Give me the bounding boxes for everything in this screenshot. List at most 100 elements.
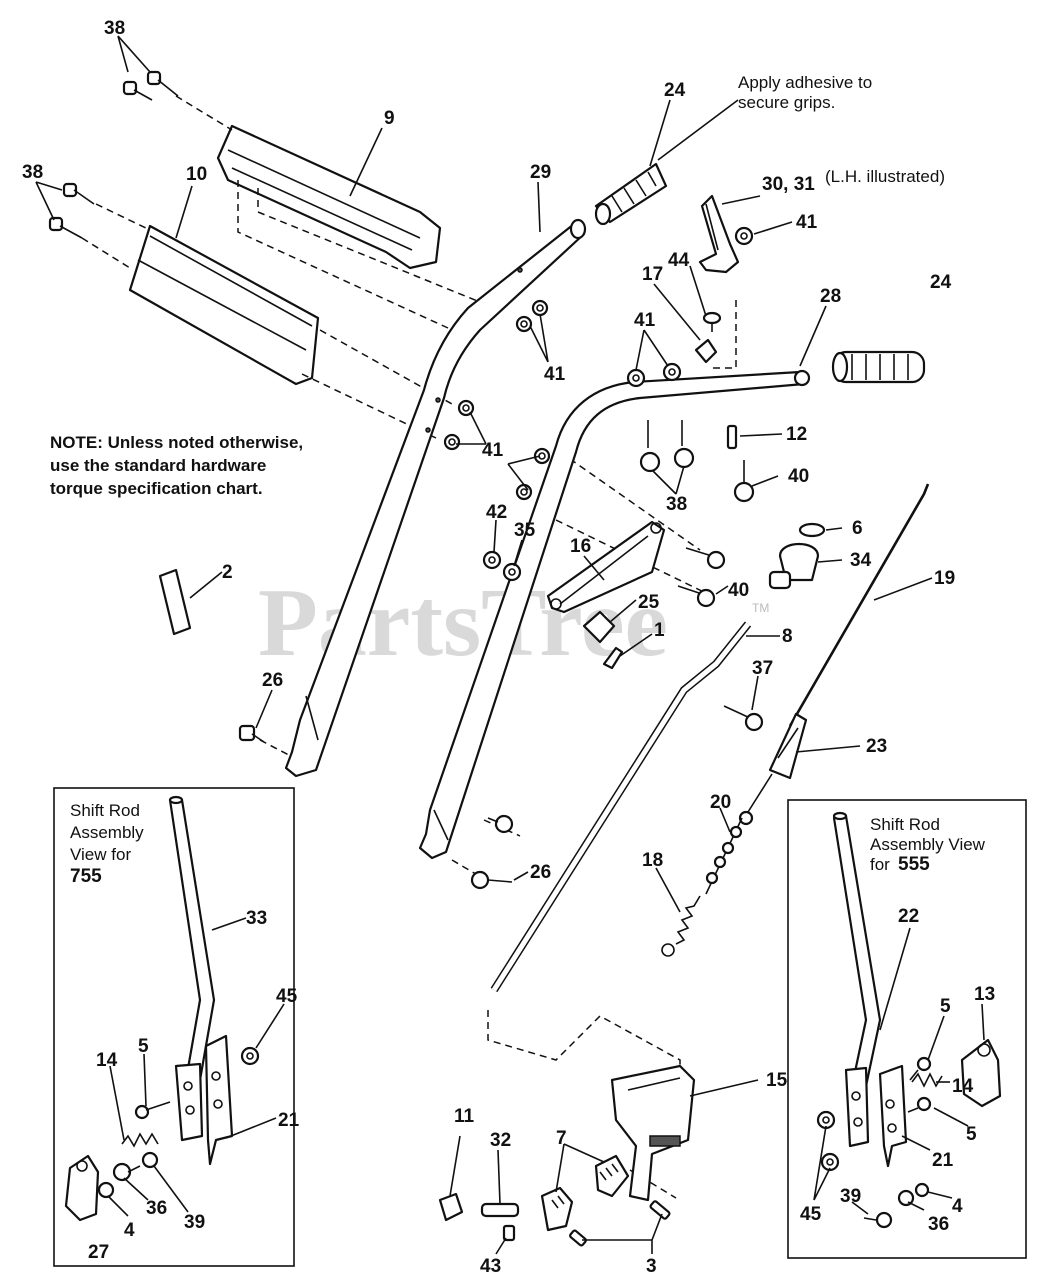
inset-555-line-1: Shift Rod (870, 815, 940, 834)
handle-28[interactable] (418, 369, 811, 860)
bolt-40-a[interactable] (733, 460, 755, 503)
callout-41: 41 (634, 310, 656, 331)
bolt-13[interactable] (960, 1038, 1002, 1108)
nut-41-b[interactable] (531, 299, 549, 317)
nut-45-inset-555-b[interactable] (820, 1152, 840, 1172)
spring-18[interactable] (661, 895, 701, 957)
block-25[interactable] (582, 610, 616, 644)
nut-41-a[interactable] (734, 226, 754, 246)
control-lever-30-31[interactable] (698, 194, 740, 274)
bolt-38-top[interactable] (122, 70, 179, 101)
grip-24-top[interactable] (594, 162, 668, 226)
spring-14-inset-555[interactable] (911, 1072, 943, 1088)
bolt-38-left[interactable] (48, 182, 95, 239)
nut-41-e[interactable] (662, 362, 682, 382)
bracket-15[interactable] (610, 1064, 696, 1202)
callout-38: 38 (22, 162, 43, 183)
bolt-39-inset-755[interactable] (127, 1151, 159, 1173)
inset-555-line-3: for (870, 855, 890, 874)
grip-24-right[interactable] (831, 350, 926, 384)
callout-38: 38 (104, 18, 125, 39)
nut-45-inset-555-a[interactable] (816, 1110, 836, 1130)
nut-45-inset-755[interactable] (240, 1046, 260, 1066)
ratchet-7-b[interactable] (540, 1186, 574, 1232)
callout-labels: 38 9 38 10 24 29 30, 31 41 44 17 28 24 4… (22, 18, 995, 1277)
nut-41-g[interactable] (443, 433, 461, 451)
shift-rod-33[interactable] (168, 795, 216, 1142)
shift-rod-8[interactable] (490, 621, 752, 993)
callout-37: 37 (752, 658, 773, 679)
callout-3: 3 (646, 1256, 657, 1277)
callout-4: 4 (124, 1220, 135, 1241)
plate-21-inset-555[interactable] (878, 1064, 908, 1168)
nut-41-f[interactable] (457, 399, 475, 417)
callout-39: 39 (184, 1212, 205, 1233)
callout-23: 23 (866, 736, 887, 757)
pin-3[interactable] (569, 1200, 671, 1247)
callout-32: 32 (490, 1130, 511, 1151)
callout-45: 45 (276, 986, 298, 1007)
callout-40: 40 (728, 580, 749, 601)
nut-41-h[interactable] (533, 447, 551, 465)
callout-5: 5 (966, 1124, 977, 1145)
nut-42[interactable] (482, 550, 502, 570)
callout-24: 24 (664, 80, 686, 101)
bolt-26-lower[interactable] (470, 870, 513, 890)
callout-26: 26 (262, 670, 283, 691)
bolt-5-inset-755[interactable] (134, 1101, 171, 1120)
clip-1[interactable] (602, 646, 624, 670)
part-17[interactable] (694, 338, 718, 364)
handle-panel-10[interactable] (128, 224, 320, 386)
ratchet-7-a[interactable] (594, 1154, 630, 1198)
shift-rod-22[interactable] (832, 811, 882, 1148)
nut-41-i[interactable] (515, 483, 533, 501)
washer-4-inset-755[interactable] (97, 1181, 115, 1199)
callout-6: 6 (852, 518, 863, 539)
pin-2[interactable] (158, 568, 192, 636)
nut-41-c[interactable] (515, 315, 533, 333)
rod-19[interactable] (788, 483, 930, 727)
callout-16: 16 (570, 536, 591, 557)
bracket-27[interactable] (64, 1154, 100, 1222)
pin-32[interactable] (480, 1202, 520, 1218)
nut-41-d[interactable] (626, 368, 646, 388)
bolt-37[interactable] (723, 705, 764, 732)
callout-44: 44 (668, 250, 690, 271)
callout-39: 39 (840, 1186, 861, 1207)
callout-11: 11 (454, 1106, 475, 1127)
callout-43: 43 (480, 1256, 501, 1277)
bolt-39-inset-555[interactable] (863, 1211, 893, 1229)
pin-43[interactable] (502, 1224, 516, 1242)
bracket-16[interactable] (546, 520, 666, 614)
inset-755-line-1: Shift Rod (70, 801, 140, 820)
spring-14-inset-755[interactable] (121, 1132, 159, 1148)
callout-36: 36 (928, 1214, 949, 1235)
plate-21-inset-755[interactable] (204, 1034, 234, 1166)
handle-29[interactable] (284, 218, 587, 778)
callout-13: 13 (974, 984, 995, 1005)
handle-panel-9[interactable] (216, 124, 442, 270)
cable-23[interactable] (738, 712, 808, 826)
washer-4-inset-555[interactable] (914, 1182, 930, 1198)
chain-20[interactable] (705, 817, 743, 895)
knob-34[interactable] (768, 543, 820, 590)
bolt-40-b[interactable] (677, 547, 726, 608)
bolt-handle-lower[interactable] (487, 814, 514, 834)
part-11[interactable] (438, 1192, 464, 1222)
bolt-5-inset-555-b[interactable] (907, 1096, 932, 1113)
callout-33: 33 (246, 908, 267, 929)
callout-30-31: 30, 31 (762, 174, 815, 195)
bolt-5-inset-555-a[interactable] (909, 1056, 932, 1081)
washer-6[interactable] (798, 522, 826, 538)
callout-15: 15 (766, 1070, 788, 1091)
washer-35[interactable] (502, 562, 522, 582)
washer-36-inset-755[interactable] (112, 1162, 132, 1182)
callout-22: 22 (898, 906, 919, 927)
lh-illustrated-note: (L.H. illustrated) (825, 167, 945, 186)
bolt-38-middle[interactable] (639, 420, 695, 473)
pin-12[interactable] (726, 424, 738, 450)
screw-44[interactable] (702, 311, 722, 332)
bolt-26-left[interactable] (238, 724, 265, 743)
callout-9: 9 (384, 108, 395, 129)
washer-36-inset-555[interactable] (897, 1189, 915, 1207)
